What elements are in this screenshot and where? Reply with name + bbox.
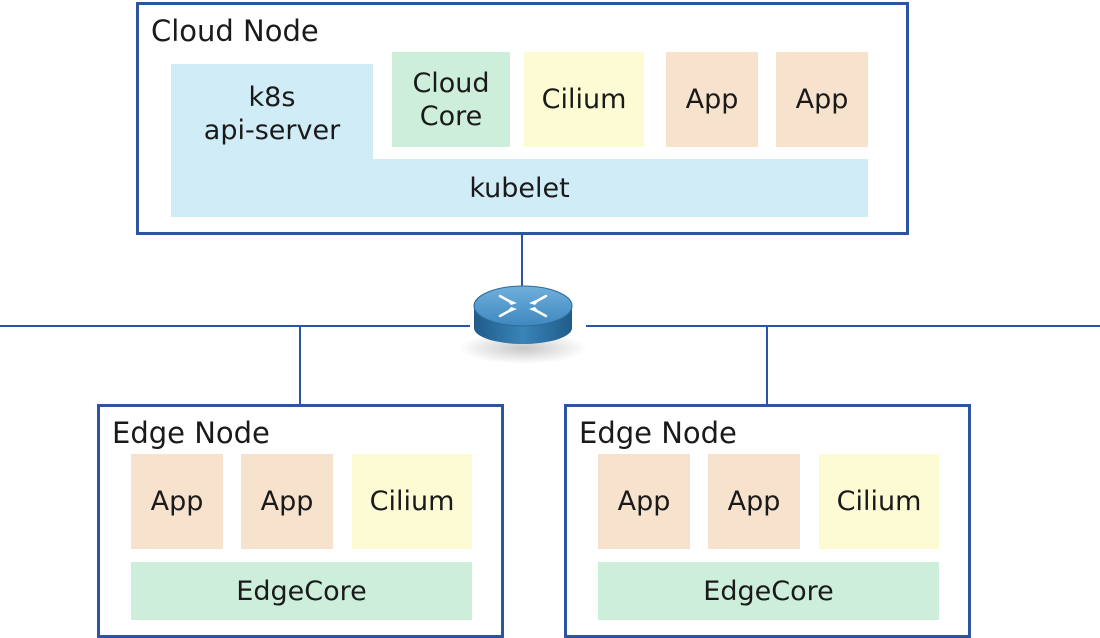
cloud-cilium-block: Cilium xyxy=(524,52,644,147)
kubelet-block: kubelet xyxy=(171,159,868,217)
edge-right-cilium-block: Cilium xyxy=(819,454,939,549)
edge-right-edgecore-label: EdgeCore xyxy=(703,575,834,607)
cloud-app-block-2: App xyxy=(776,52,868,147)
edge-right-app-block-2: App xyxy=(708,454,800,549)
network-bus-right xyxy=(586,325,1100,327)
edge-node-right: Edge Node App App Cilium EdgeCore xyxy=(564,404,971,638)
kubelet-label: kubelet xyxy=(469,172,570,204)
cloud-cilium-label: Cilium xyxy=(541,84,627,115)
cloudcore-label: Cloud Core xyxy=(412,67,490,132)
edge-right-cilium-label: Cilium xyxy=(836,486,922,517)
edge-left-edgecore-label: EdgeCore xyxy=(236,575,367,607)
edge-left-app-block-1: App xyxy=(131,454,223,549)
edge-node-right-title: Edge Node xyxy=(579,416,737,450)
cloud-app-label-2: App xyxy=(795,84,849,115)
cloudcore-block: Cloud Core xyxy=(392,52,510,147)
k8s-api-server-label: k8s api-server xyxy=(203,82,341,146)
edge-left-edgecore-block: EdgeCore xyxy=(131,562,472,620)
edge-right-app-label-2: App xyxy=(727,486,781,517)
edge-left-cilium-label: Cilium xyxy=(369,486,455,517)
cloud-uplink xyxy=(521,234,523,286)
edge-node-left: Edge Node App App Cilium EdgeCore xyxy=(97,404,504,638)
k8s-api-server-block: k8s api-server xyxy=(171,64,373,164)
cloud-node: Cloud Node kubelet k8s api-server Cloud … xyxy=(136,2,909,235)
edge-left-app-block-2: App xyxy=(241,454,333,549)
edge-left-app-label-1: App xyxy=(150,486,204,517)
network-bus-left xyxy=(0,325,470,327)
edge-right-uplink xyxy=(766,326,768,406)
edge-node-left-title: Edge Node xyxy=(112,416,270,450)
cloud-app-label-1: App xyxy=(685,84,739,115)
edge-left-app-label-2: App xyxy=(260,486,314,517)
cloud-node-title: Cloud Node xyxy=(151,14,319,48)
edge-left-cilium-block: Cilium xyxy=(352,454,472,549)
edge-right-edgecore-block: EdgeCore xyxy=(598,562,939,620)
cloud-app-block-1: App xyxy=(666,52,758,147)
edge-right-app-block-1: App xyxy=(598,454,690,549)
edge-right-app-label-1: App xyxy=(617,486,671,517)
edge-left-uplink xyxy=(299,326,301,406)
